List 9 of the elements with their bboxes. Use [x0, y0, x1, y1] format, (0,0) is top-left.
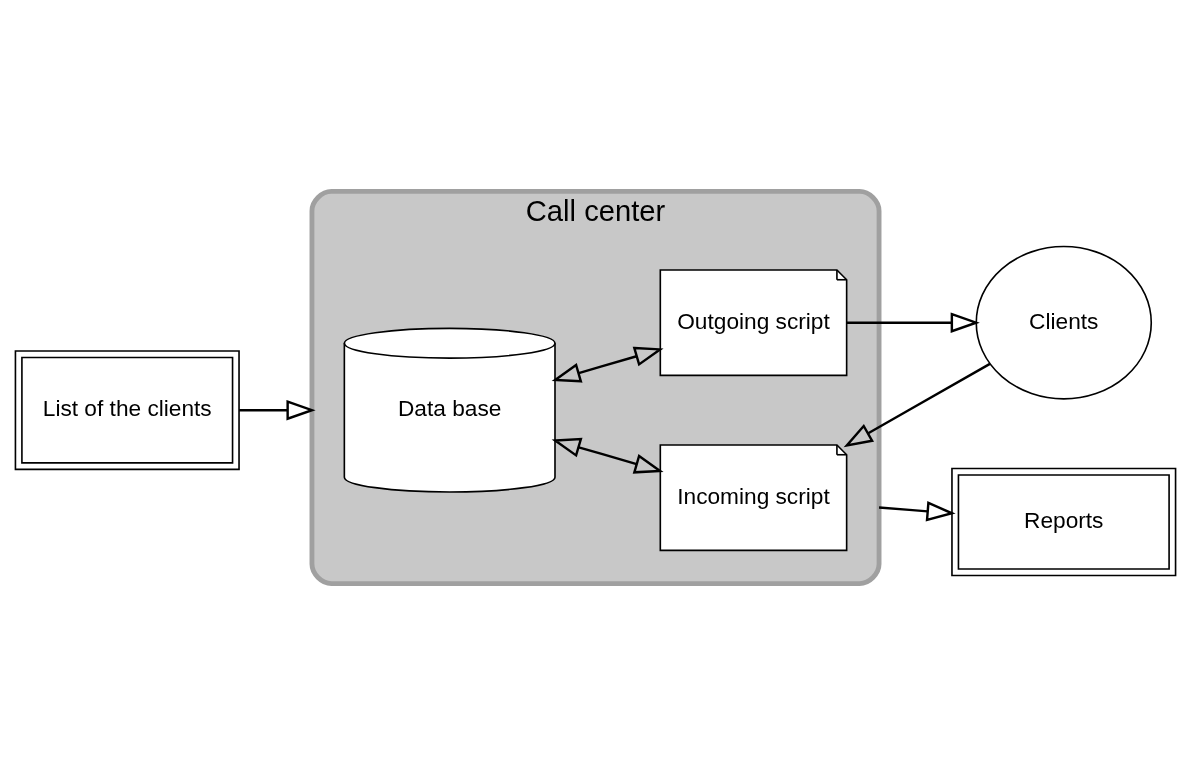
- node-box: Reports: [951, 467, 1177, 577]
- arrow: [843, 362, 991, 448]
- arrow: [878, 501, 956, 522]
- node-ellipse: Clients: [975, 245, 1153, 400]
- arrow: [551, 346, 664, 383]
- node-box: List of the clients: [14, 350, 240, 471]
- arrow: [846, 312, 980, 333]
- arrow: [551, 437, 664, 474]
- arrow: [239, 399, 316, 421]
